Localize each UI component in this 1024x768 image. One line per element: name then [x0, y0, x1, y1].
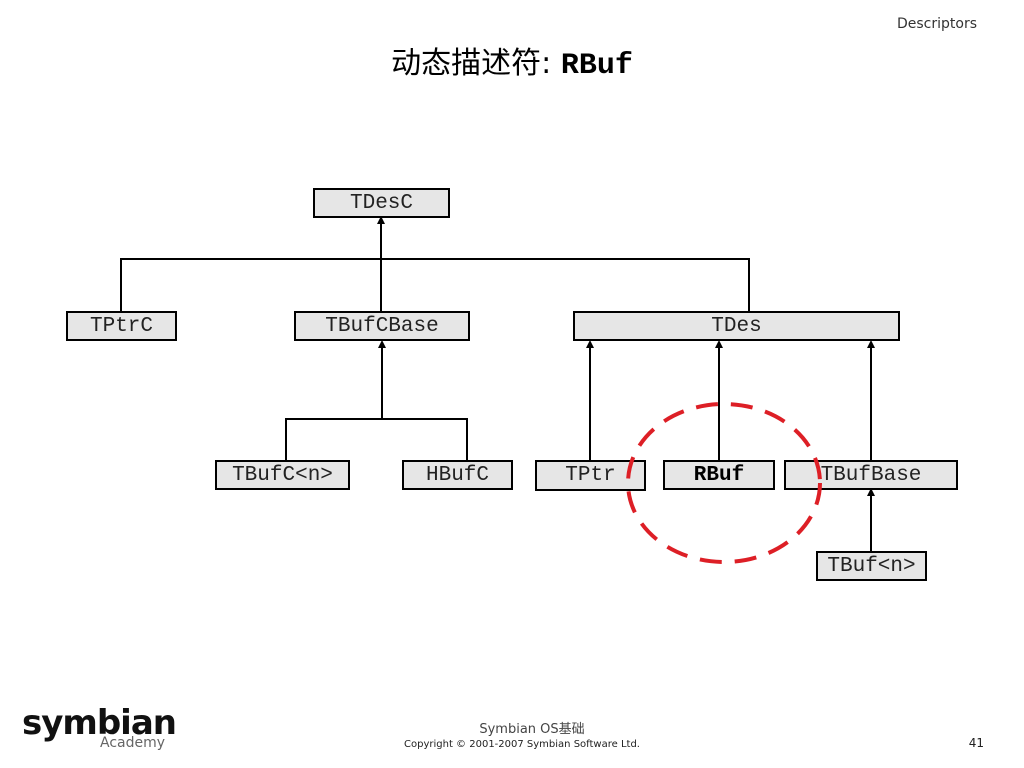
logo-wordmark: symbian	[22, 703, 177, 743]
page-title: 动态描述符: RBuf	[0, 38, 1024, 83]
title-prefix: 动态描述符:	[391, 46, 561, 81]
section-label: Descriptors	[896, 16, 977, 32]
node-tdes: TDes	[573, 311, 900, 341]
node-tdesc: TDesC	[313, 188, 450, 218]
footer-copyright: Copyright © 2001-2007 Symbian Software L…	[404, 739, 640, 750]
node-tbufcbase: TBufCBase	[294, 311, 470, 341]
edge-tbufcbase-bar	[285, 418, 468, 460]
node-tbufc-n: TBufC<n>	[215, 460, 350, 490]
node-tbuf-n: TBuf<n>	[816, 551, 927, 581]
title-code: RBuf	[560, 49, 633, 83]
logo-subtitle: Academy	[100, 735, 166, 751]
page-number: 41	[968, 736, 984, 750]
node-hbufc: HBufC	[402, 460, 513, 490]
rbuf-highlight-circle	[626, 402, 822, 564]
edge-tdesc-bar	[120, 258, 750, 311]
node-tptrc: TPtrC	[66, 311, 177, 341]
node-tbufbase: TBufBase	[784, 460, 958, 490]
symbian-academy-logo: symbian Academy	[22, 703, 177, 753]
node-rbuf: RBuf	[663, 460, 775, 490]
footer-course-title: Symbian OS基础	[479, 722, 585, 737]
